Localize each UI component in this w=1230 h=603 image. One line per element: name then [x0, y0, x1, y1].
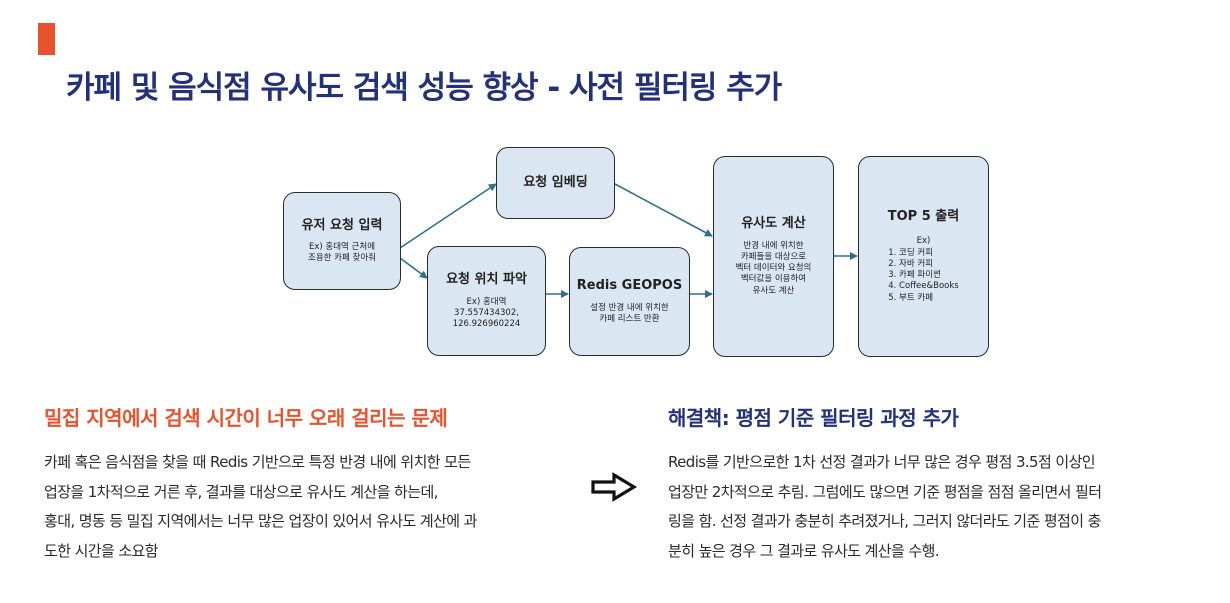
- top5-list: Ex) 1. 코딩 커피 2. 자바 커피 3. 카페 파이썬 4. Coffe…: [888, 236, 958, 303]
- node-similarity: 유사도 계산 반경 내에 위치한 카페들을 대상으로 벡터 데이터와 요청의 벡…: [713, 156, 834, 357]
- top5-list-item: 4. Coffee&Books: [888, 281, 959, 292]
- node-user-input: 유저 요청 입력 Ex) 홍대역 근처에 조용한 카페 찾아줘: [283, 192, 401, 290]
- top5-list-item: 5. 부트 카페: [888, 292, 934, 303]
- node-user-input-title: 유저 요청 입력: [301, 217, 383, 233]
- solution-line: 업장만 2차적으로 추림. 그럼에도 많으면 기준 평점을 점점 올리면서 필터: [668, 482, 1102, 501]
- node-user-input-sub: Ex) 홍대역 근처에 조용한 카페 찾아줘: [308, 242, 376, 264]
- top5-ex-label: Ex): [916, 236, 931, 247]
- node-top5: TOP 5 출력 Ex) 1. 코딩 커피 2. 자바 커피 3. 카페 파이썬…: [858, 156, 989, 357]
- node-sub-line: 유사도 계산: [752, 285, 795, 296]
- solution-line: 링을 함. 선정 결과가 충분히 추려졌거나, 그러지 않더라도 기준 평점이 …: [668, 512, 1101, 530]
- node-sub-line: 설정 반경 내에 위치한: [590, 302, 669, 313]
- arrow-input-to-embedding: [399, 183, 497, 249]
- node-sub-line: 126.926960224: [452, 318, 521, 329]
- node-location: 요청 위치 파악 Ex) 홍대역 37.557434302, 126.92696…: [427, 246, 546, 356]
- solution-line: Redis를 기반으로한 1차 선정 결과가 너무 많은 경우 평점 3.5점 …: [668, 453, 1096, 471]
- node-location-title: 요청 위치 파악: [446, 271, 527, 287]
- node-sub-line: 벡터 데이터와 요청의: [735, 263, 812, 274]
- right-outline-arrow-icon: [591, 472, 638, 502]
- solution-line: 분히 높은 경우 그 결과로 유사도 계산을 수행.: [668, 541, 940, 560]
- node-embedding: 요청 임베딩: [496, 147, 615, 219]
- arrow-embedding-to-similarity: [614, 183, 713, 237]
- top5-list-item: 2. 자바 커피: [888, 259, 934, 270]
- arrow-input-to-location: [399, 257, 428, 279]
- top5-list-item: 1. 코딩 커피: [888, 248, 934, 259]
- problem-line: 도한 시간을 소요함: [44, 541, 159, 560]
- problem-heading: 밀집 지역에서 검색 시간이 너무 오래 걸리는 문제: [44, 406, 448, 430]
- problem-text: 카페 혹은 음식점을 찾을 때 Redis 기반으로 특정 반경 내에 위치한 …: [44, 448, 599, 566]
- top5-list-item: 3. 카페 파이썬: [888, 270, 941, 281]
- node-sub-line: 37.557434302,: [454, 307, 519, 318]
- node-similarity-sub: 반경 내에 위치한 카페들을 대상으로 벡터 데이터와 요청의 벡터값을 이용하…: [736, 241, 812, 296]
- problem-line: 홍대, 명동 등 밀집 지역에서는 너무 많은 업장이 있어서 유사도 계산에 …: [44, 512, 477, 530]
- problem-line: 카페 혹은 음식점을 찾을 때 Redis 기반으로 특정 반경 내에 위치한 …: [44, 453, 471, 471]
- node-top5-title: TOP 5 출력: [887, 209, 960, 225]
- node-geopos: Redis GEOPOS 설정 반경 내에 위치한 카페 리스트 반환: [569, 247, 690, 356]
- node-sub-line: Ex) 홍대역 근처에: [308, 242, 376, 253]
- node-location-sub: Ex) 홍대역 37.557434302, 126.926960224: [453, 297, 521, 330]
- problem-line: 업장을 1차적으로 거른 후, 결과를 대상으로 유사도 계산을 하는데,: [44, 482, 438, 501]
- node-sub-line: 조용한 카페 찾아줘: [308, 253, 376, 264]
- solution-text: Redis를 기반으로한 1차 선정 결과가 너무 많은 경우 평점 3.5점 …: [668, 448, 1208, 566]
- node-geopos-title: Redis GEOPOS: [576, 278, 683, 293]
- node-sub-line: 벡터값을 이용하여: [740, 274, 807, 285]
- solution-heading: 해결책: 평점 기준 필터링 과정 추가: [668, 406, 959, 430]
- accent-bar: [38, 23, 55, 55]
- node-sub-line: 카페 리스트 반환: [599, 313, 660, 324]
- node-geopos-sub: 설정 반경 내에 위치한 카페 리스트 반환: [590, 303, 669, 325]
- page-title: 카페 및 음식점 유사도 검색 성능 향상 - 사전 필터링 추가: [66, 70, 782, 106]
- node-sub-line: 반경 내에 위치한: [743, 241, 804, 252]
- node-sub-line: 카페들을 대상으로: [740, 252, 807, 263]
- node-sub-line: Ex) 홍대역: [466, 296, 507, 307]
- node-similarity-title: 유사도 계산: [741, 216, 806, 232]
- node-embedding-title: 요청 임베딩: [523, 174, 588, 190]
